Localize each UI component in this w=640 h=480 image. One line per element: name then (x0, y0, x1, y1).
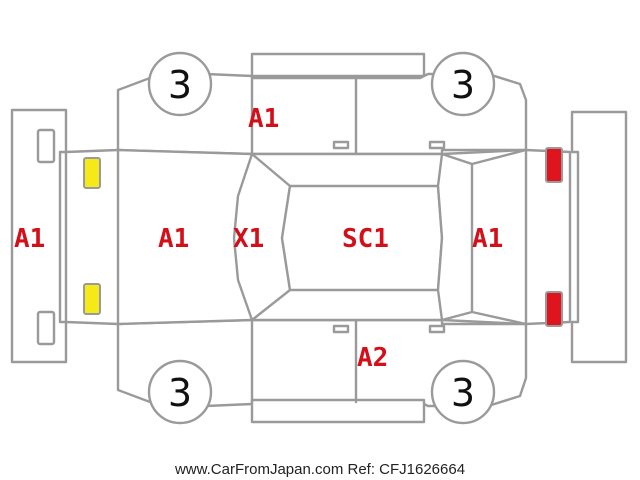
wheel-front-left: 3 (147, 51, 213, 117)
bottom-front-handle (332, 324, 350, 334)
wheel-front-right: 3 (147, 359, 213, 425)
front-bumper (10, 108, 68, 364)
front-light-top (83, 157, 101, 189)
wheel-rear-left-grade: 3 (451, 63, 475, 107)
wheel-rear-right-grade: 3 (451, 371, 475, 415)
code-roof: SC1 (342, 224, 389, 254)
code-front-bumper: A1 (14, 224, 45, 254)
footer-reference: www.CarFromJapan.com Ref: CFJ1626664 (174, 461, 465, 478)
front-bumper-slot-top (36, 128, 56, 164)
rear-window-outline (436, 152, 474, 322)
rear-bumper (570, 110, 628, 364)
wheel-front-left-grade: 3 (168, 63, 192, 107)
code-trunk: A1 (472, 224, 503, 254)
front-light-bottom (83, 283, 101, 315)
bottom-running-board (250, 398, 426, 424)
car-top-view (64, 148, 572, 326)
wheel-rear-left: 3 (430, 51, 496, 117)
code-left-door: A1 (248, 104, 279, 134)
rear-light-bottom (545, 291, 563, 327)
bottom-rear-handle (428, 324, 446, 334)
top-rear-handle (428, 140, 446, 150)
wheel-rear-right: 3 (430, 359, 496, 425)
rear-light-top (545, 147, 563, 183)
code-hood: A1 (158, 224, 189, 254)
top-front-handle (332, 140, 350, 150)
wheel-front-right-grade: 3 (168, 371, 192, 415)
code-windshield: X1 (233, 224, 264, 254)
front-bumper-slot-bottom (36, 310, 56, 346)
code-right-door: A2 (357, 343, 388, 373)
top-running-board (250, 52, 426, 78)
